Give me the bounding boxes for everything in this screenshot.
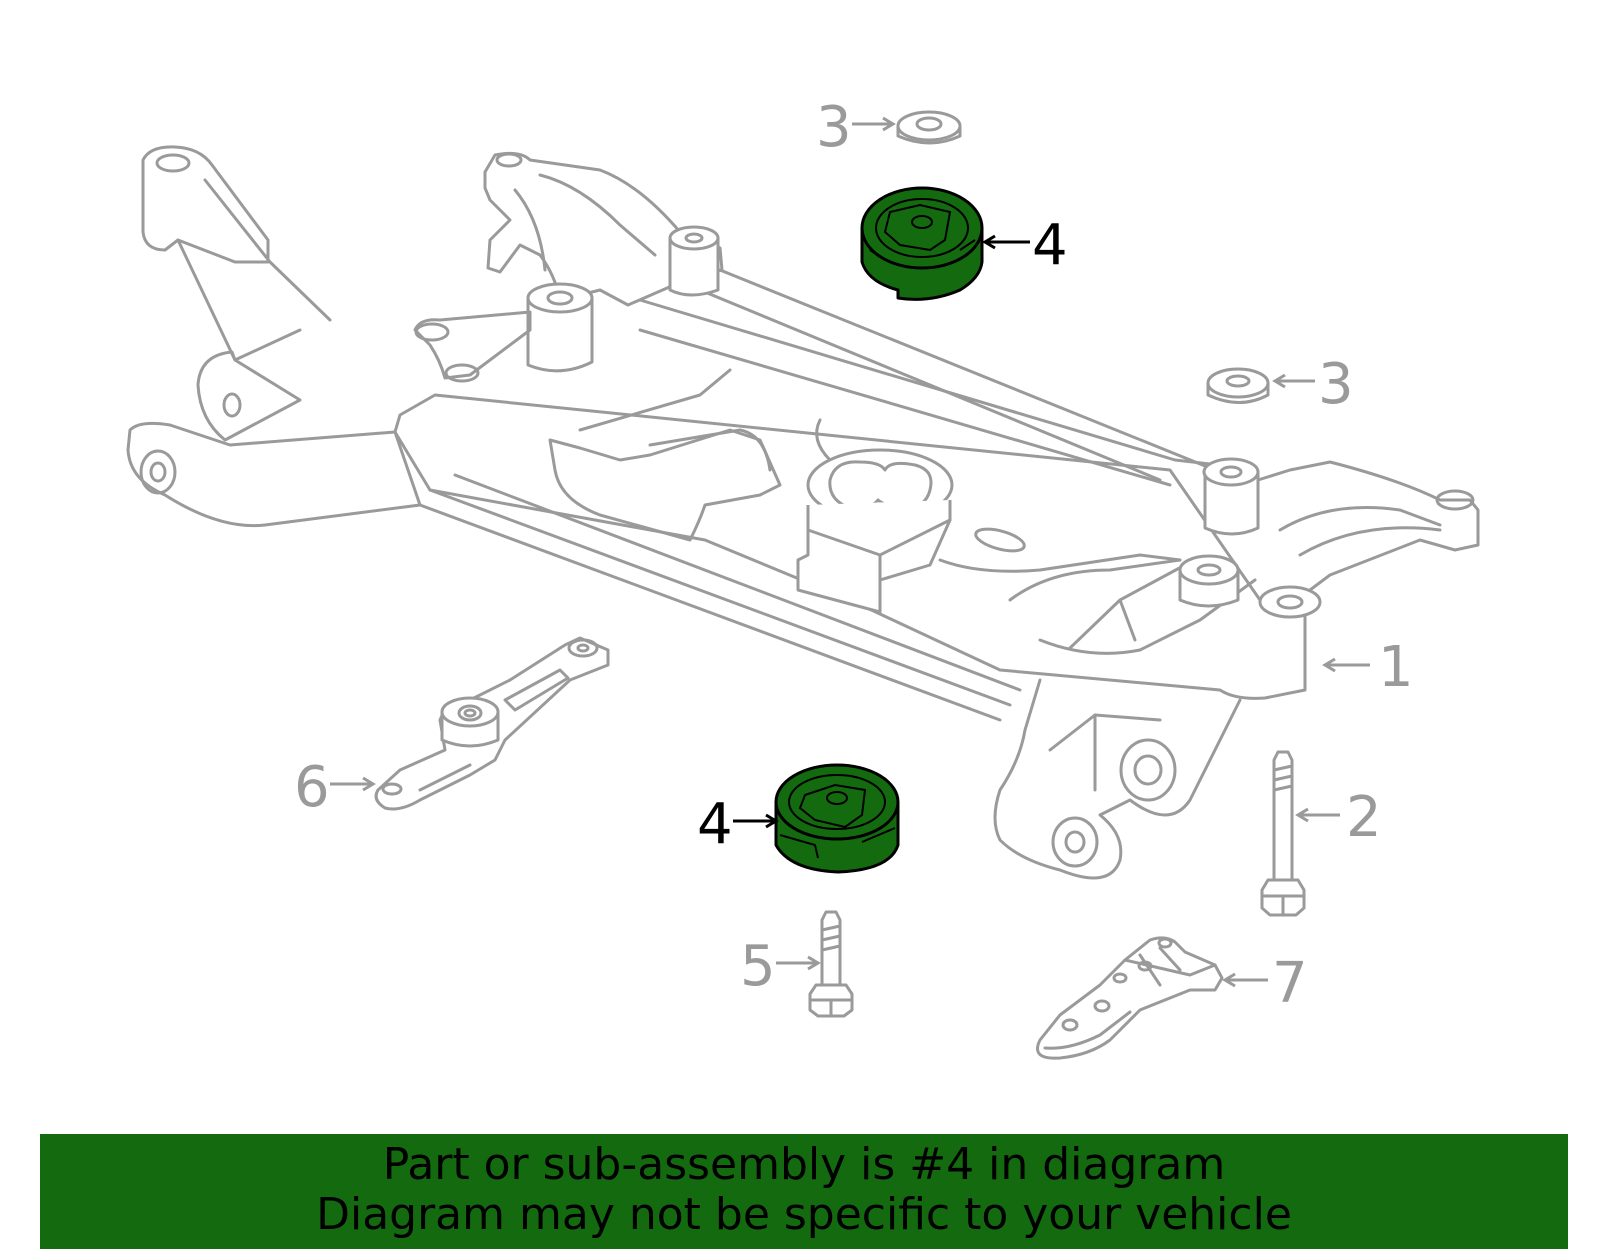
bolt-part-5[interactable] — [808, 910, 854, 1018]
callout-2: 2 — [1295, 785, 1382, 850]
callout-arrow — [1272, 373, 1315, 389]
subframe-part-1[interactable] — [126, 145, 1480, 880]
callout-1: 1 — [1322, 635, 1414, 700]
banner-line-1: Part or sub-assembly is #4 in diagram — [382, 1139, 1226, 1190]
washer-part-3-right[interactable] — [1206, 367, 1270, 404]
callout-label: 3 — [1318, 352, 1354, 417]
callout-4-bottom: 4 — [697, 792, 779, 857]
callout-arrow — [852, 116, 896, 132]
callout-6: 6 — [294, 755, 376, 820]
callout-label: 7 — [1272, 951, 1308, 1016]
callout-arrow — [1295, 807, 1340, 823]
callout-arrow — [1322, 657, 1370, 673]
callout-5: 5 — [740, 934, 821, 999]
callout-4-top: 4 — [982, 213, 1068, 278]
callout-label: 4 — [1032, 213, 1068, 278]
bushing-part-4-top[interactable] — [860, 186, 984, 301]
info-banner: Part or sub-assembly is #4 in diagram Di… — [40, 1134, 1568, 1249]
banner-line-2: Diagram may not be specific to your vehi… — [316, 1189, 1292, 1240]
callout-label: 4 — [697, 792, 733, 857]
callout-7: 7 — [1222, 951, 1308, 1016]
callout-arrow — [776, 955, 821, 971]
callout-arrow — [330, 776, 376, 792]
callout-label: 6 — [294, 755, 330, 820]
callout-arrow — [982, 234, 1030, 250]
bushing-part-4-bottom[interactable] — [774, 763, 900, 874]
callout-arrow — [733, 813, 779, 829]
torque-link-part-6[interactable] — [374, 636, 610, 811]
callout-3-right: 3 — [1272, 352, 1354, 417]
washer-part-3-top[interactable] — [896, 110, 962, 145]
callout-label: 3 — [816, 95, 852, 160]
callout-arrow — [1222, 972, 1268, 988]
bracket-part-7[interactable] — [1036, 936, 1224, 1060]
callout-label: 1 — [1378, 635, 1414, 700]
bolt-part-2[interactable] — [1260, 750, 1306, 917]
callout-label: 5 — [740, 934, 776, 999]
callout-3-top: 3 — [816, 95, 896, 160]
bushing-top — [774, 763, 900, 841]
callout-label: 2 — [1346, 785, 1382, 850]
